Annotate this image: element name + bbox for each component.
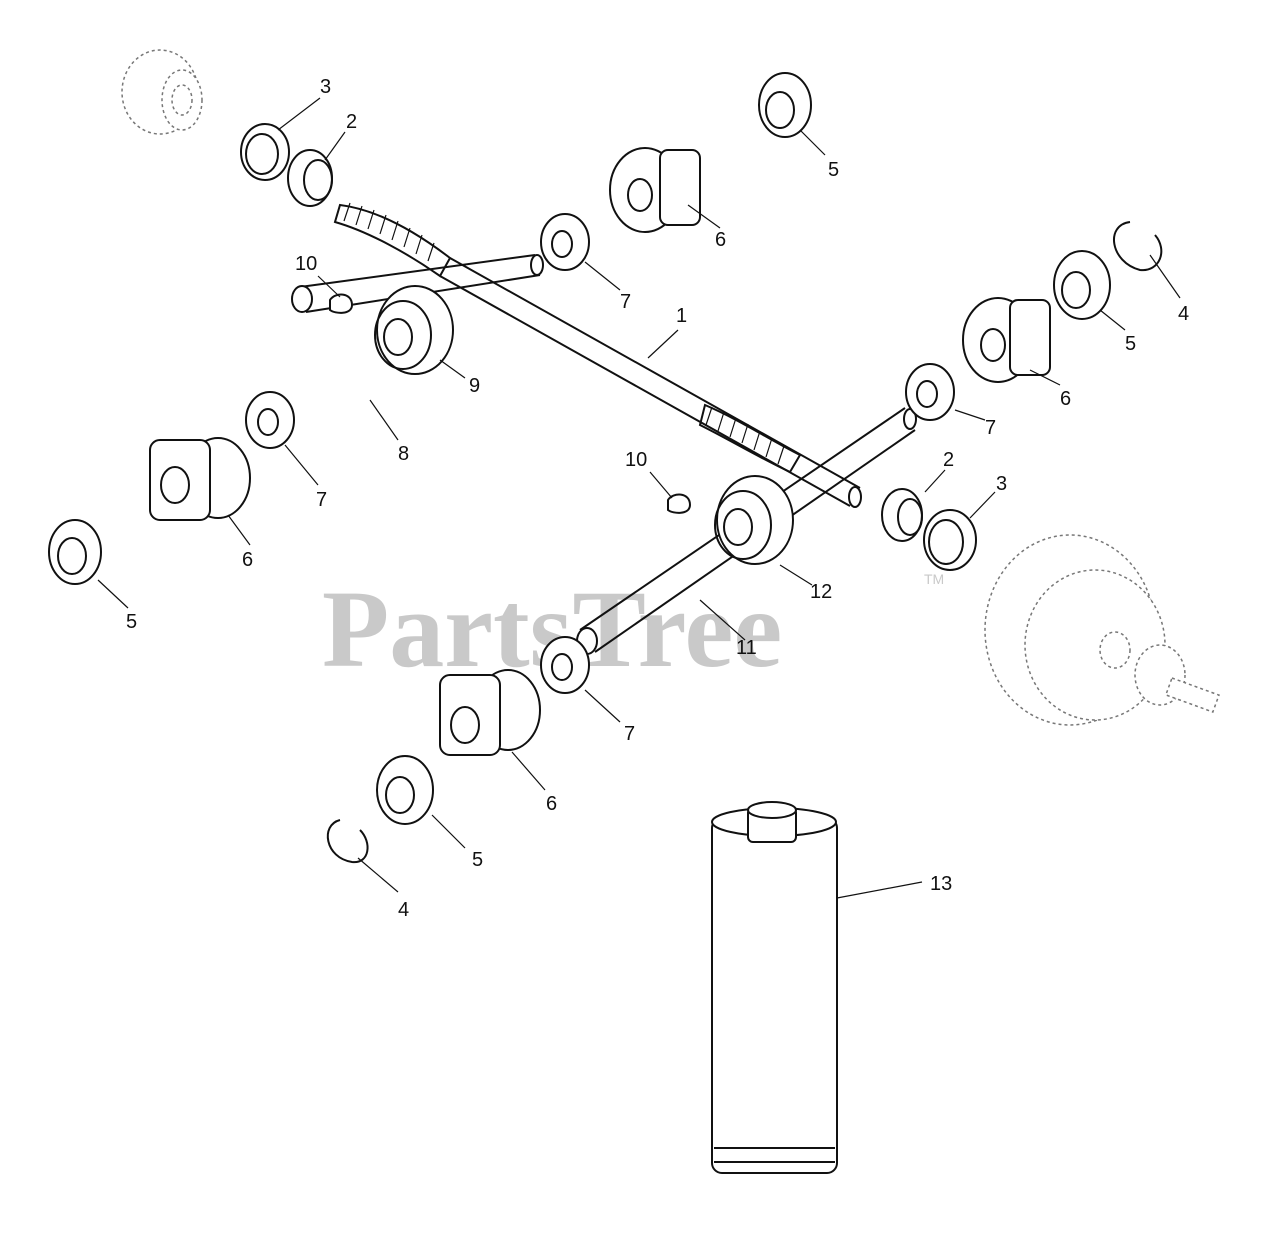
label-part-6-bottom: 6 xyxy=(546,793,557,815)
part-4-ring-right xyxy=(1113,221,1163,272)
label-part-7-upper: 7 xyxy=(620,291,631,313)
part-10-key-upper xyxy=(329,293,354,314)
part-5-spacer-right xyxy=(1053,250,1111,320)
label-part-5-right: 5 xyxy=(1125,333,1136,355)
part-5-spacer-top xyxy=(758,72,812,138)
label-part-3-lower: 3 xyxy=(996,473,1007,495)
part-10-key-lower xyxy=(667,493,692,514)
label-part-1: 1 xyxy=(676,305,687,327)
label-part-5-left: 5 xyxy=(126,611,137,633)
label-part-2-upper: 2 xyxy=(346,111,357,133)
part-6-bushing-left xyxy=(149,437,251,521)
trademark-mark: TM xyxy=(924,571,944,587)
part-7-washer-left xyxy=(245,391,295,449)
leader-lines xyxy=(97,97,1181,899)
label-part-12: 12 xyxy=(810,581,832,603)
part-5-spacer-bottom xyxy=(376,755,434,825)
part-6-bushing-right xyxy=(962,297,1051,383)
part-7-washer-upper xyxy=(540,213,590,271)
label-part-6-right: 6 xyxy=(1060,388,1071,410)
label-part-6-left: 6 xyxy=(242,549,253,571)
label-part-10-upper: 10 xyxy=(295,253,317,275)
label-part-13: 13 xyxy=(930,873,952,895)
part-9-gear xyxy=(374,285,454,375)
label-part-10-lower: 10 xyxy=(625,449,647,471)
label-part-7-left: 7 xyxy=(316,489,327,511)
label-part-3-upper: 3 xyxy=(320,76,331,98)
part-2-bearing-lower xyxy=(881,488,923,542)
part-5-spacer-left xyxy=(48,519,102,585)
wheel-reference-right xyxy=(984,534,1220,726)
label-part-5-top: 5 xyxy=(828,159,839,181)
part-12-gear xyxy=(714,475,794,565)
part-6-bushing-bottom xyxy=(439,669,541,756)
label-part-11: 11 xyxy=(736,637,757,659)
part-7-washer-lower xyxy=(540,636,590,694)
label-part-8: 8 xyxy=(398,443,409,465)
part-6-bushing-top xyxy=(609,147,701,233)
part-7-washer-right xyxy=(905,363,955,421)
part-13-lubricant-tube xyxy=(711,801,838,1174)
label-part-4-right: 4 xyxy=(1178,303,1189,325)
label-part-7-right: 7 xyxy=(985,417,996,439)
label-part-7-lower: 7 xyxy=(624,723,635,745)
label-part-4-left: 4 xyxy=(398,899,409,921)
part-4-ring-left xyxy=(326,819,369,864)
label-part-9: 9 xyxy=(469,375,480,397)
part-3-cup-lower xyxy=(923,509,977,571)
label-part-5-bottom: 5 xyxy=(472,849,483,871)
label-part-2-lower: 2 xyxy=(943,449,954,471)
part-1-shaft xyxy=(333,202,862,508)
part-2-bearing-upper xyxy=(287,149,333,207)
part-3-cup-upper xyxy=(240,123,290,181)
label-part-6-top: 6 xyxy=(715,229,726,251)
hub-reference-left xyxy=(121,49,203,135)
